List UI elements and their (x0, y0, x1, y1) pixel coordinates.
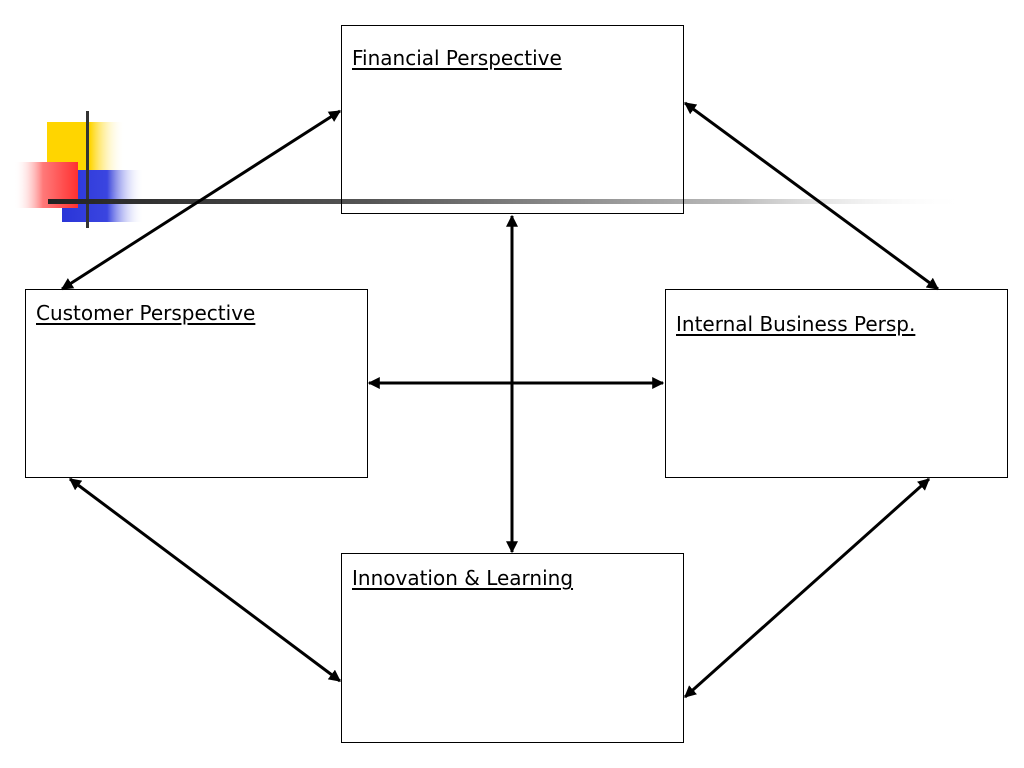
arrow-internal-innovation (684, 477, 930, 699)
logo-vertical-bar (86, 111, 89, 228)
logo-red-square (14, 162, 78, 208)
logo-yellow-square (47, 122, 125, 192)
innovation-learning-label: Innovation & Learning (352, 566, 574, 590)
financial-perspective-label: Financial Perspective (352, 46, 562, 70)
arrow-financial-customer (60, 109, 342, 291)
innovation-learning-box: Innovation & Learning (341, 553, 684, 743)
internal-business-perspective-box: Internal Business Persp. (665, 289, 1008, 478)
financial-perspective-box: Financial Perspective (341, 25, 684, 214)
internal-business-perspective-label: Internal Business Persp. (676, 312, 916, 336)
logo-blue-square (62, 170, 144, 222)
arrow-customer-innovation (69, 477, 341, 683)
customer-perspective-label: Customer Perspective (36, 301, 256, 325)
customer-perspective-box: Customer Perspective (25, 289, 368, 478)
arrow-financial-internal (684, 101, 939, 291)
